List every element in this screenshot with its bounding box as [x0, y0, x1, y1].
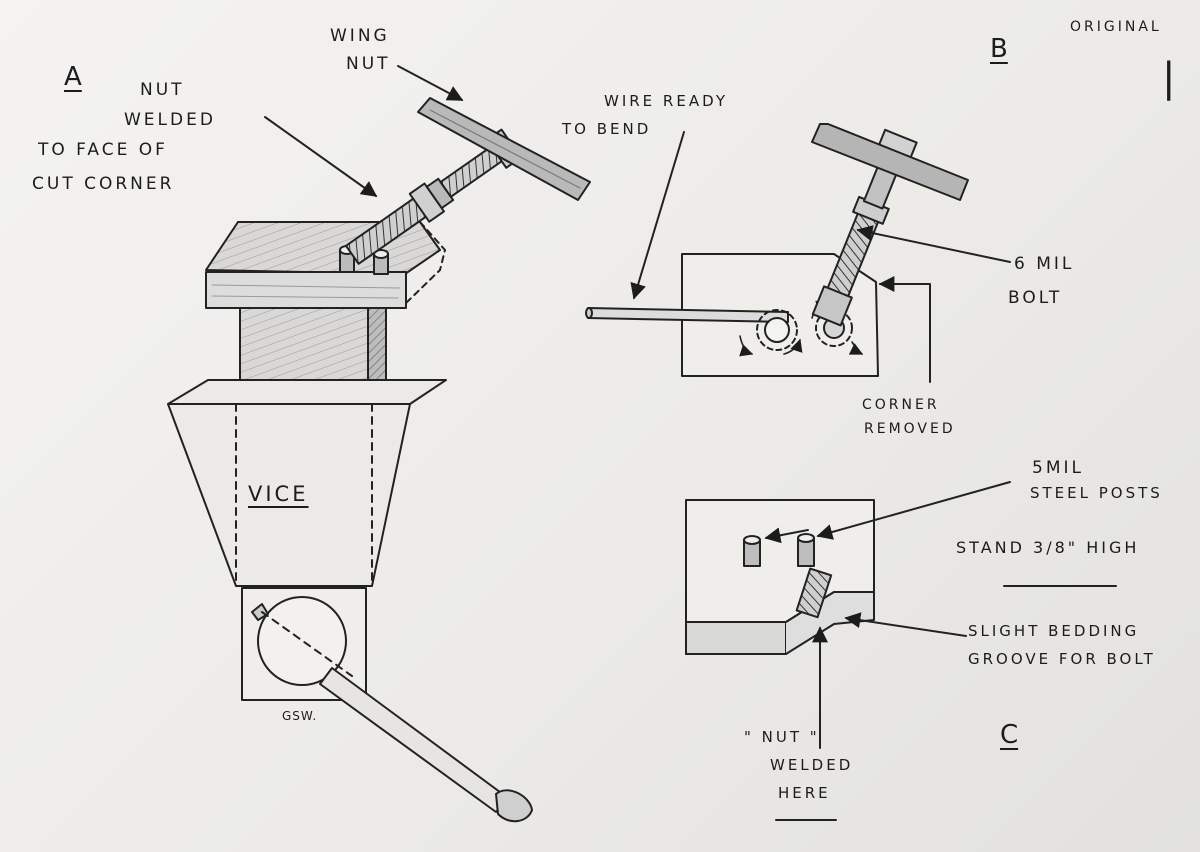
label-nut: NUT	[140, 80, 185, 100]
label-6-mil: 6 MIL	[1014, 254, 1075, 274]
label-nut-quoted: " NUT "	[744, 728, 820, 746]
page-mark: |	[1162, 55, 1176, 101]
initials: GSW.	[282, 709, 318, 723]
label-groove-for-bolt: GROOVE FOR BOLT	[968, 650, 1156, 668]
label-welded: WELDED	[124, 110, 216, 130]
label-to-face-of: TO FACE OF	[38, 140, 168, 160]
label-5mil: 5MIL	[1032, 458, 1084, 478]
section-letter-c: C	[1000, 720, 1019, 750]
label-vice: VICE	[248, 482, 309, 506]
bender-wing-bar	[811, 123, 969, 201]
vice-screw-disc	[257, 596, 347, 686]
label-removed: REMOVED	[864, 421, 956, 437]
label-bolt: BOLT	[1008, 288, 1063, 308]
label-corner: CORNER	[862, 397, 940, 413]
original-stamp: ORIGINAL	[1070, 19, 1162, 35]
label-here: HERE	[778, 784, 831, 802]
label-steel-posts: STEEL POSTS	[1030, 484, 1163, 502]
base-plate-c	[685, 499, 875, 655]
label-slight-bedding: SLIGHT BEDDING	[968, 622, 1140, 640]
label-welded-c: WELDED	[770, 756, 854, 774]
label-to-bend: TO BEND	[562, 120, 652, 138]
vice-handle	[319, 667, 509, 813]
vice-jaw-front	[205, 271, 407, 309]
label-wire-ready: WIRE READY	[604, 92, 728, 110]
label-cut-corner: CUT CORNER	[32, 174, 175, 194]
label-stand-high: STAND 3/8" HIGH	[956, 538, 1140, 557]
label-wing-nut: NUT	[346, 54, 391, 74]
vice-body	[239, 307, 387, 381]
section-letter-a: A	[64, 62, 82, 92]
bender-b	[585, 123, 969, 377]
label-wing: WING	[330, 26, 390, 46]
section-letter-b: B	[990, 34, 1008, 64]
vice-assembly	[167, 97, 591, 823]
